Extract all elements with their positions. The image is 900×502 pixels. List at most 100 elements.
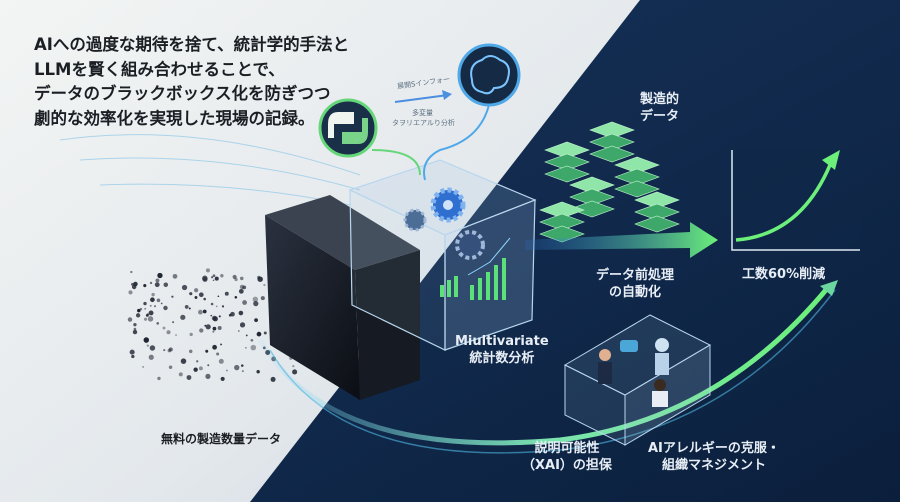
data-dot [154,282,160,288]
data-dot [131,282,134,286]
data-dot [205,373,211,379]
data-dot [212,316,218,322]
data-dot [143,337,150,343]
data-dot [131,354,135,359]
data-dot [211,276,214,279]
data-dot [157,272,163,279]
data-dot [210,302,214,306]
data-dot [184,305,189,309]
gear-icon [403,187,485,260]
data-dot [168,347,173,352]
data-dot [239,276,244,281]
data-dot [137,308,141,313]
data-dot [143,284,147,288]
server-block [544,153,590,171]
data-dot [193,367,198,372]
data-dot [220,376,225,381]
server-block [544,141,590,159]
data-dot [143,317,148,321]
data-dot [220,274,224,278]
server-block [614,168,660,186]
data-dot [198,309,203,315]
data-dot [172,273,178,279]
data-dot [143,301,147,306]
data-dot [199,328,204,333]
data-dot [256,331,262,337]
data-dot [153,305,157,308]
data-dot [250,338,254,342]
data-dot [205,324,211,330]
data-dot [214,276,219,281]
data-dot [234,364,240,371]
data-dot [145,313,149,317]
brain-icon [457,43,521,107]
data-dot [157,376,161,381]
label-line: 組織マネジメント [661,458,766,473]
server-block [634,215,680,233]
data-dot [218,358,224,364]
data-dot [216,352,220,356]
data-dot [263,331,267,335]
data-dot [194,296,198,299]
data-dot [151,292,155,297]
data-dot [245,334,248,337]
data-dot [212,330,215,333]
headline-line: LLMを賢く組み合わせることで、 [34,59,285,79]
label-reduction: 工数60%削減 [742,267,826,282]
data-dot [239,322,246,328]
data-dot [172,321,175,324]
data-dot [163,349,166,352]
data-dot [189,349,193,354]
server-block [589,145,635,163]
data-dot [188,307,191,310]
data-dot [220,343,223,346]
data-dot [148,354,154,360]
data-dot [149,304,152,307]
data-dot [217,325,222,331]
server-block [569,200,615,218]
data-dot [189,332,193,337]
data-dot [205,268,210,273]
label-line: AIアレルギーの克服・ [648,441,780,456]
data-dot [270,376,276,382]
data-dot [207,364,210,367]
data-dot [127,317,133,322]
label-xai: 説明可能性 （XAI）の担保 [522,440,612,474]
data-dot [150,297,155,303]
data-dot [218,315,221,318]
data-dot [240,364,244,367]
label-line: Miultivariate [455,334,549,349]
data-dot [171,295,174,298]
data-dot [239,284,245,290]
data-dot [241,370,244,373]
server-block [634,191,680,209]
label-line: 統計数分析 [469,351,535,366]
data-dot [149,281,153,285]
label-manufacturing-data: 製造的 データ [640,91,679,125]
server-block [589,133,635,151]
headline-line: AIへの過度な期待を捨て、統計学的手法と [34,35,350,54]
data-dot [221,305,225,308]
data-dot [142,365,145,368]
data-dot [149,345,156,351]
data-dot [160,302,163,305]
arrow-right-icon [394,94,449,103]
process-arrow [525,222,718,258]
data-dot [147,316,154,322]
label-line: （XAI）の担保 [522,458,612,473]
server-block [539,201,585,219]
data-dot [180,314,186,320]
data-dot [254,318,258,323]
data-dot [263,283,266,287]
data-dot [129,349,135,355]
data-dot [205,349,209,353]
data-dot [133,281,138,287]
server-block [569,188,615,206]
label-raw-data: 無料の製造数量データ [161,432,282,446]
data-dot [257,276,263,282]
label-line: の自動化 [609,285,662,300]
scattered-data-dots [127,268,301,382]
small-label-lower: タヲリエアルり分析 [392,119,455,127]
data-dot [144,307,147,310]
